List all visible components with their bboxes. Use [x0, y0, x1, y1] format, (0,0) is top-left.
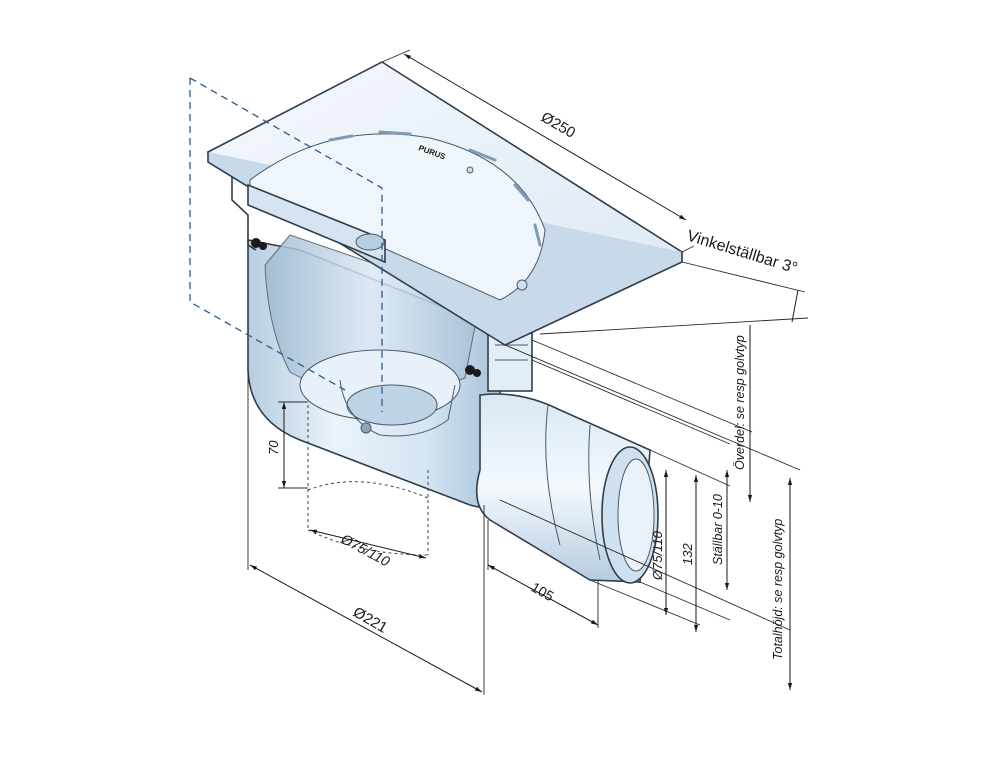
dim-total-height-label: Totalhöjd: se resp golvtyp: [771, 519, 785, 660]
pipe-ring-2: [588, 424, 601, 561]
seal-ring-left: [251, 238, 267, 250]
drain-body: [231, 170, 659, 584]
bottom-outlet-dashed: [307, 405, 429, 555]
seal-ring-right: [465, 365, 481, 377]
side-outlet-inner: [617, 458, 655, 572]
dim-outlet-length-line: [487, 564, 599, 626]
dim-bottom-outlet-line: [309, 529, 427, 559]
dim-outlet-height-label: 132: [680, 543, 695, 565]
dim-bottom-depth-label: 70: [266, 440, 281, 455]
trap-insert: [339, 379, 456, 437]
funnel-throat: [346, 384, 438, 426]
grate-cutaway-hole: [355, 233, 385, 251]
frame-right-block: [487, 332, 533, 392]
dim-bottom-outlet-label: Ø75/110: [338, 530, 393, 569]
dim-angle-label: Vinkelställbar 3°: [685, 228, 800, 278]
dim-adjustable-label: Ställbar 0-10: [711, 494, 725, 565]
dim-body-diameter-label: Ø221: [350, 604, 390, 637]
dim-upper-part-label: Överdel: se resp golvtyp: [733, 335, 747, 470]
grate-cutaway: [247, 183, 386, 264]
pipe-ring: [545, 404, 561, 546]
grate-center-hole: [466, 166, 474, 174]
frame-right-detail: [495, 344, 528, 361]
grate-screw-hole: [516, 279, 528, 291]
section-plane-dashed: [189, 77, 383, 412]
dim-top-diameter-line: [403, 53, 687, 221]
dim-outlet-diameter-label: Ø75/110: [650, 530, 665, 581]
drain-screw: [360, 422, 372, 434]
dim-body-diameter-line: [249, 564, 483, 693]
